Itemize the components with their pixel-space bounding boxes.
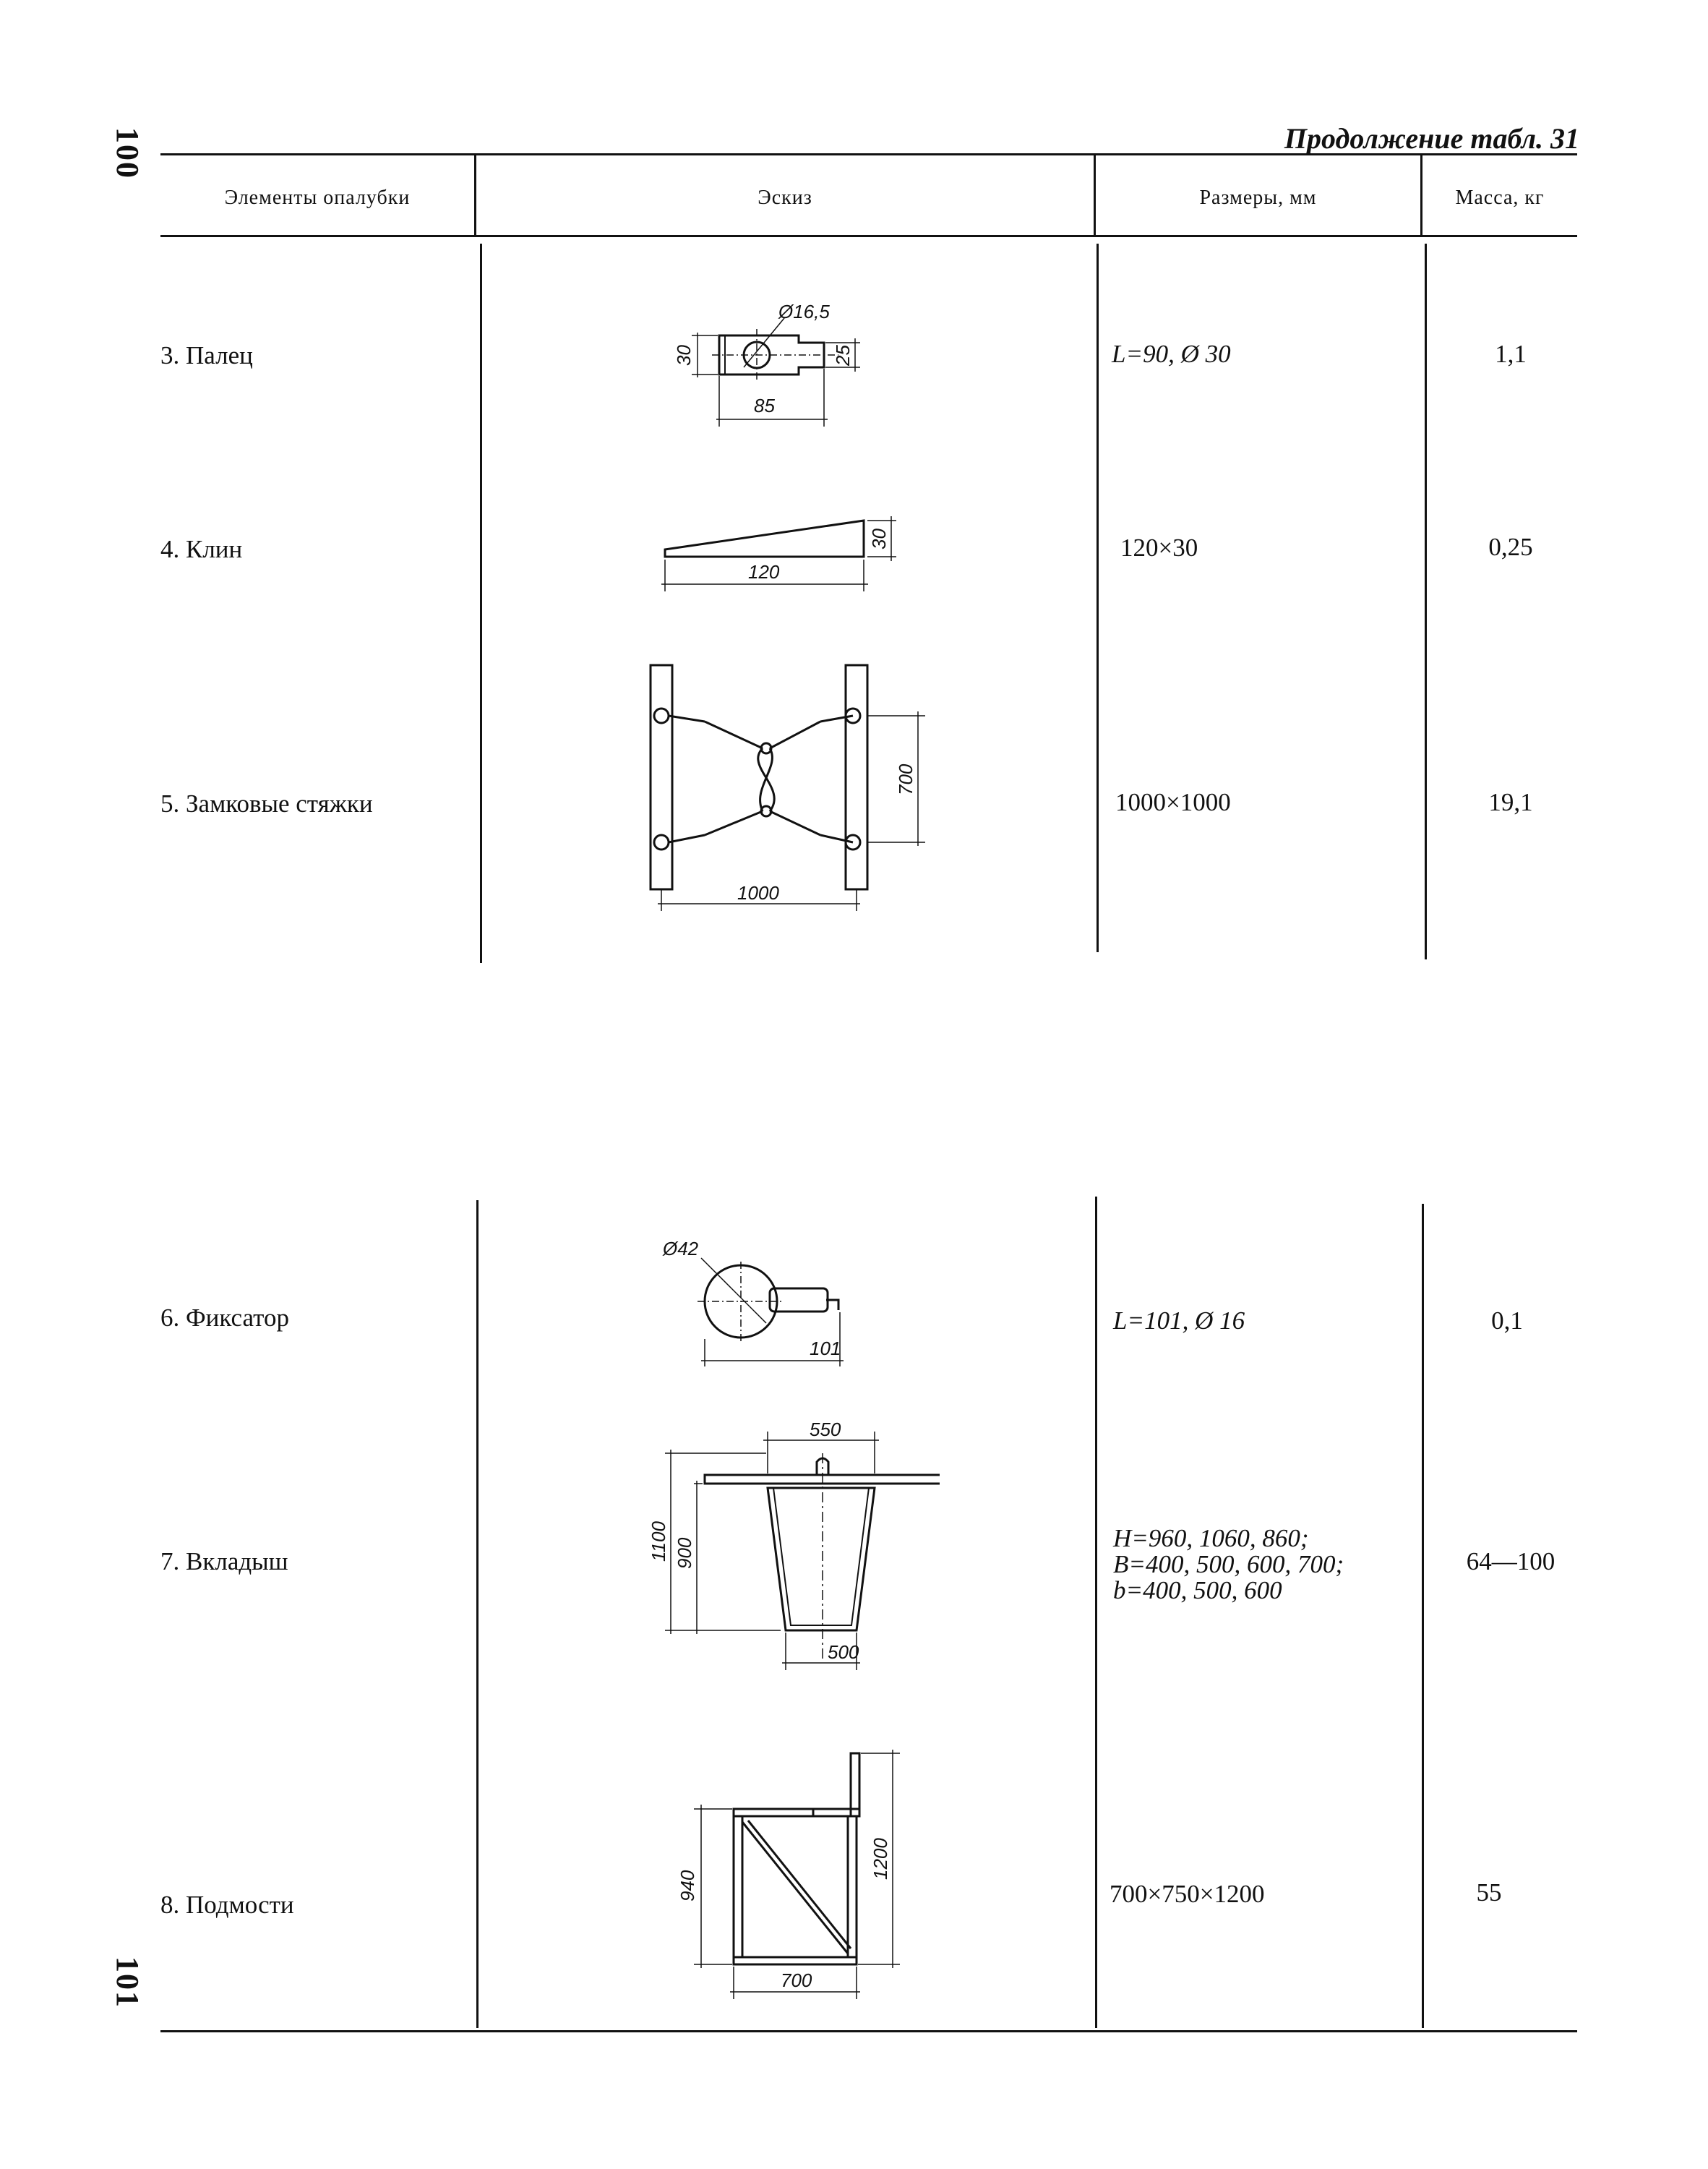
row-mass-podmosti: 55 [1476,1878,1502,1907]
column-divider [1097,244,1099,952]
row-mass-zamkovye-styazhki: 19,1 [1488,788,1533,816]
column-divider [476,1200,479,2028]
header-dimensions: Размеры, мм [1199,187,1317,209]
sketch-label-post: 1200 [870,1838,891,1880]
row-mass-fiksator: 0,1 [1491,1306,1523,1335]
page-number-bottom: 101 [110,1956,145,2008]
sketch-label-width: 700 [781,1969,812,1991]
column-divider [1425,244,1427,959]
sketch-label-right: 25 [832,345,854,367]
header-divider [1094,155,1096,235]
header-divider [1420,155,1422,235]
sketch-label-length: 101 [810,1338,841,1359]
dims-line-b-lower: b=400, 500, 600 [1113,1576,1282,1604]
row-dims-podmosti: 700×750×1200 [1110,1880,1265,1908]
sketch-palets: Ø16,5 30 25 85 [673,301,860,427]
header-elements: Элементы опалубки [224,187,411,209]
page-number-top: 100 [110,127,145,179]
row-mass-klin: 0,25 [1488,533,1533,561]
row-dims-klin: 120×30 [1120,534,1198,562]
sketch-vkladysh: 550 500 1100 900 [648,1419,940,1670]
sketch-podmosti: 700 940 1200 [677,1750,900,1999]
column-divider [1422,1204,1424,2028]
header-bottom-rule [160,235,1577,237]
sketch-label-length: 85 [754,395,775,416]
sketch-label-height: 700 [895,763,917,795]
sketch-zamkovye-styazhki: 1000 700 [649,664,925,911]
row-name-podmosti: 8. Подмости [160,1891,294,1919]
sketch-label-outer-height: 1100 [648,1521,669,1562]
sketch-label-height: 30 [868,529,890,549]
row-name-fiksator: 6. Фиксатор [160,1304,289,1332]
row-name-palets: 3. Палец [160,341,253,369]
row-mass-vkladysh: 64—100 [1466,1547,1555,1575]
sketch-label-diameter: Ø16,5 [778,301,830,322]
sketch-label-inner-height: 900 [674,1537,695,1569]
sketch-klin: 120 30 [661,516,896,591]
table-bottom-rule [160,2030,1577,2032]
sketch-label-top: 550 [810,1419,841,1440]
row-name-zamkovye-styazhki: 5. Замковые стяжки [160,790,373,818]
row-name-vkladysh: 7. Вкладыш [160,1547,288,1575]
header-mass: Масса, кг [1455,187,1545,209]
column-divider [1095,1197,1097,2028]
table-continuation-caption: Продолжение табл. 31 [1284,122,1579,155]
header-divider [474,155,476,235]
row-name-klin: 4. Клин [160,535,243,563]
table-top-rule [160,153,1577,155]
column-divider [480,244,482,963]
dims-line-b-upper: B=400, 500, 600, 700; [1113,1550,1344,1578]
row-mass-palets: 1,1 [1495,340,1527,368]
row-dims-zamkovye-styazhki: 1000×1000 [1115,788,1231,816]
row-dims-palets: L=90, Ø 30 [1112,340,1231,368]
sketch-label-diameter: Ø42 [662,1238,699,1259]
sketch-label-width: 1000 [737,882,779,904]
sketch-label-height: 940 [677,1870,698,1901]
sketch-fiksator: Ø42 101 [662,1238,844,1366]
sketch-label-bottom: 500 [828,1641,859,1663]
sketch-label-height: 30 [673,345,695,366]
header-sketch: Эскиз [758,187,812,209]
sketch-label-length: 120 [748,561,780,583]
dims-line-h: H=960, 1060, 860; [1113,1524,1309,1552]
row-dims-vkladysh: H=960, 1060, 860; B=400, 500, 600, 700; … [1113,1526,1344,1604]
row-dims-fiksator: L=101, Ø 16 [1113,1306,1245,1335]
